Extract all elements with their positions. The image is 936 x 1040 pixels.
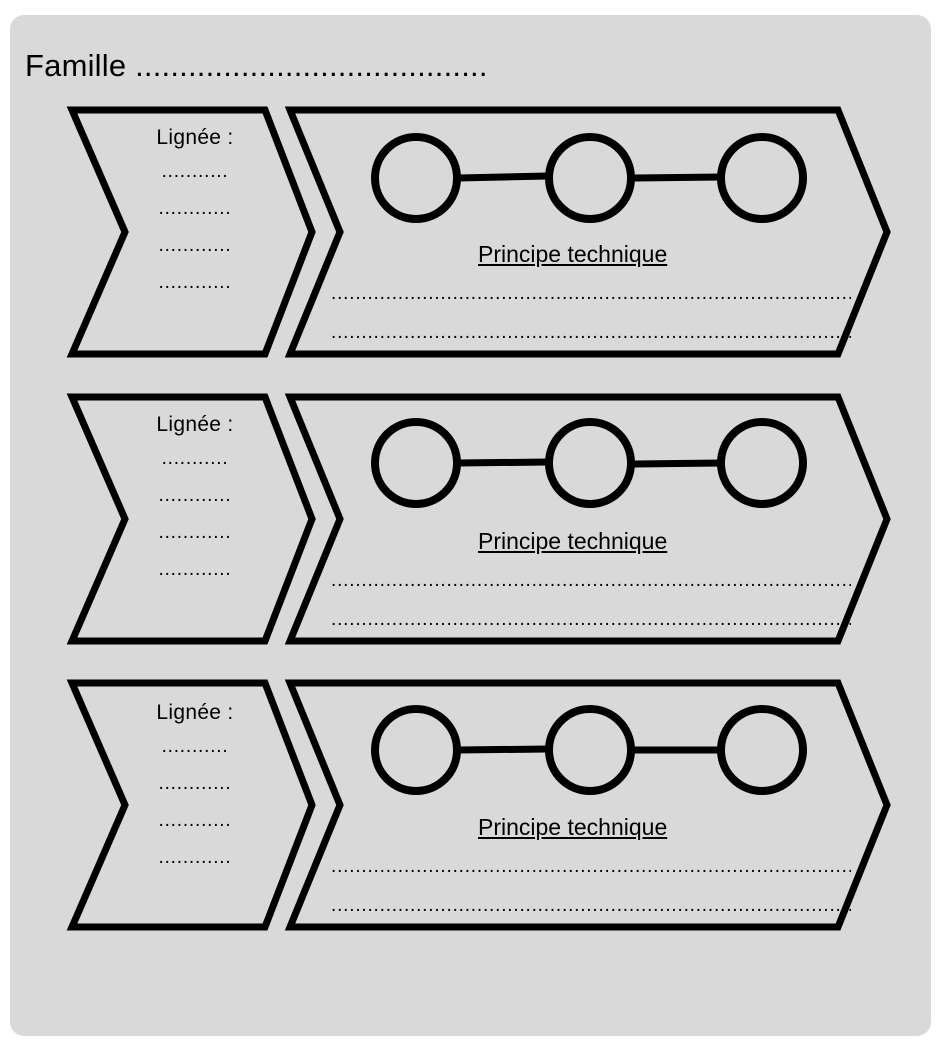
lignee-block: Lignée : ........... ............ ......… <box>140 698 250 876</box>
right-arrow-shape <box>284 393 891 645</box>
lignee-dots-1: ........... <box>161 161 229 182</box>
lignee-dots-2: ............ <box>158 485 232 506</box>
lignee-label: Lignée : <box>156 413 234 436</box>
worksheet-card <box>10 15 931 1036</box>
connector-line-2 <box>631 173 723 182</box>
text-line-2: ........................................… <box>331 322 851 343</box>
principe-label: Principe technique <box>478 241 668 267</box>
lignee-block: Lignée : ........... ............ ......… <box>140 123 250 301</box>
lignee-dots-2: ............ <box>158 773 232 794</box>
text-line-1: ........................................… <box>331 570 851 591</box>
lignee-label: Lignée : <box>156 701 234 724</box>
text-line-2: ........................................… <box>331 895 851 916</box>
lignee-label: Lignée : <box>156 126 234 149</box>
text-line-2: ........................................… <box>331 609 851 630</box>
lignee-dots-3: ............ <box>158 235 232 256</box>
text-line-1: ........................................… <box>331 283 851 304</box>
right-arrow-shape <box>284 679 891 931</box>
lignee-dots-3: ............ <box>158 810 232 831</box>
stage-circle-2 <box>545 705 635 795</box>
connector-line-1 <box>457 172 549 182</box>
left-chevron-shape <box>66 393 316 645</box>
stage-circle-3 <box>717 133 807 223</box>
lineage-row-2: Lignée : ........... ............ ......… <box>0 387 936 647</box>
lignee-dots-4: ............ <box>158 272 232 293</box>
stage-circle-3 <box>717 418 807 508</box>
text-line-1: ........................................… <box>331 856 851 877</box>
connector-line-1 <box>457 458 549 467</box>
principe-label: Principe technique <box>478 528 668 554</box>
connector-line-2 <box>631 459 723 468</box>
lignee-dots-4: ............ <box>158 559 232 580</box>
right-arrow-shape <box>284 106 891 358</box>
connector-line-1 <box>457 745 549 754</box>
lignee-dots-3: ............ <box>158 522 232 543</box>
chevron-diagram <box>66 393 891 645</box>
lignee-dots-1: ........... <box>161 736 229 757</box>
stage-circle-2 <box>545 418 635 508</box>
lineage-row-1: Lignée : ........... ............ ......… <box>0 100 936 360</box>
left-chevron-shape <box>66 679 316 931</box>
chevron-diagram <box>66 106 891 358</box>
stage-circle-1 <box>371 418 461 508</box>
lineage-row-3: Lignée : ........... ............ ......… <box>0 673 936 933</box>
principe-label: Principe technique <box>478 814 668 840</box>
lignee-dots-2: ............ <box>158 198 232 219</box>
stage-circle-1 <box>371 133 461 223</box>
stage-circle-2 <box>545 133 635 223</box>
left-chevron-shape <box>66 106 316 358</box>
lignee-dots-1: ........... <box>161 448 229 469</box>
chevron-diagram <box>66 679 891 931</box>
lignee-dots-4: ............ <box>158 847 232 868</box>
lignee-block: Lignée : ........... ............ ......… <box>140 410 250 588</box>
stage-circle-3 <box>717 705 807 795</box>
famille-title: Famille ................................… <box>25 48 488 83</box>
stage-circle-1 <box>371 705 461 795</box>
